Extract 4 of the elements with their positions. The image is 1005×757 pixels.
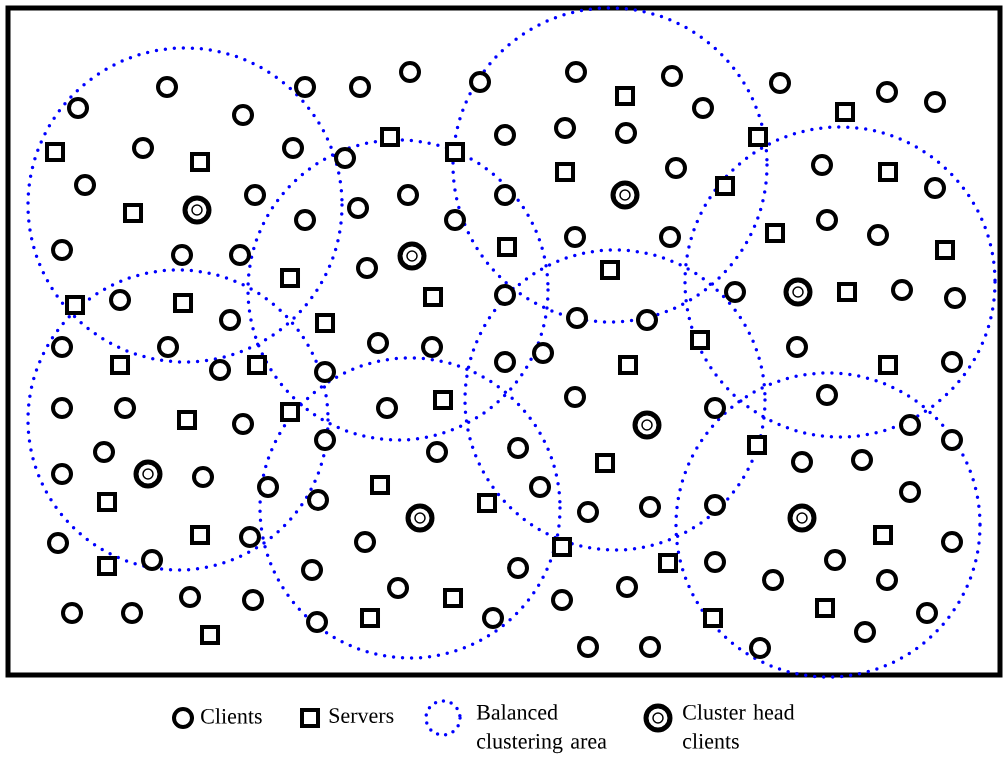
legend-label: Clients: [201, 708, 262, 724]
legend-label: Balanced clustering area: [476, 704, 607, 754]
legend-label: Servers: [329, 708, 394, 723]
legend-label: Cluster head clients: [683, 704, 795, 749]
